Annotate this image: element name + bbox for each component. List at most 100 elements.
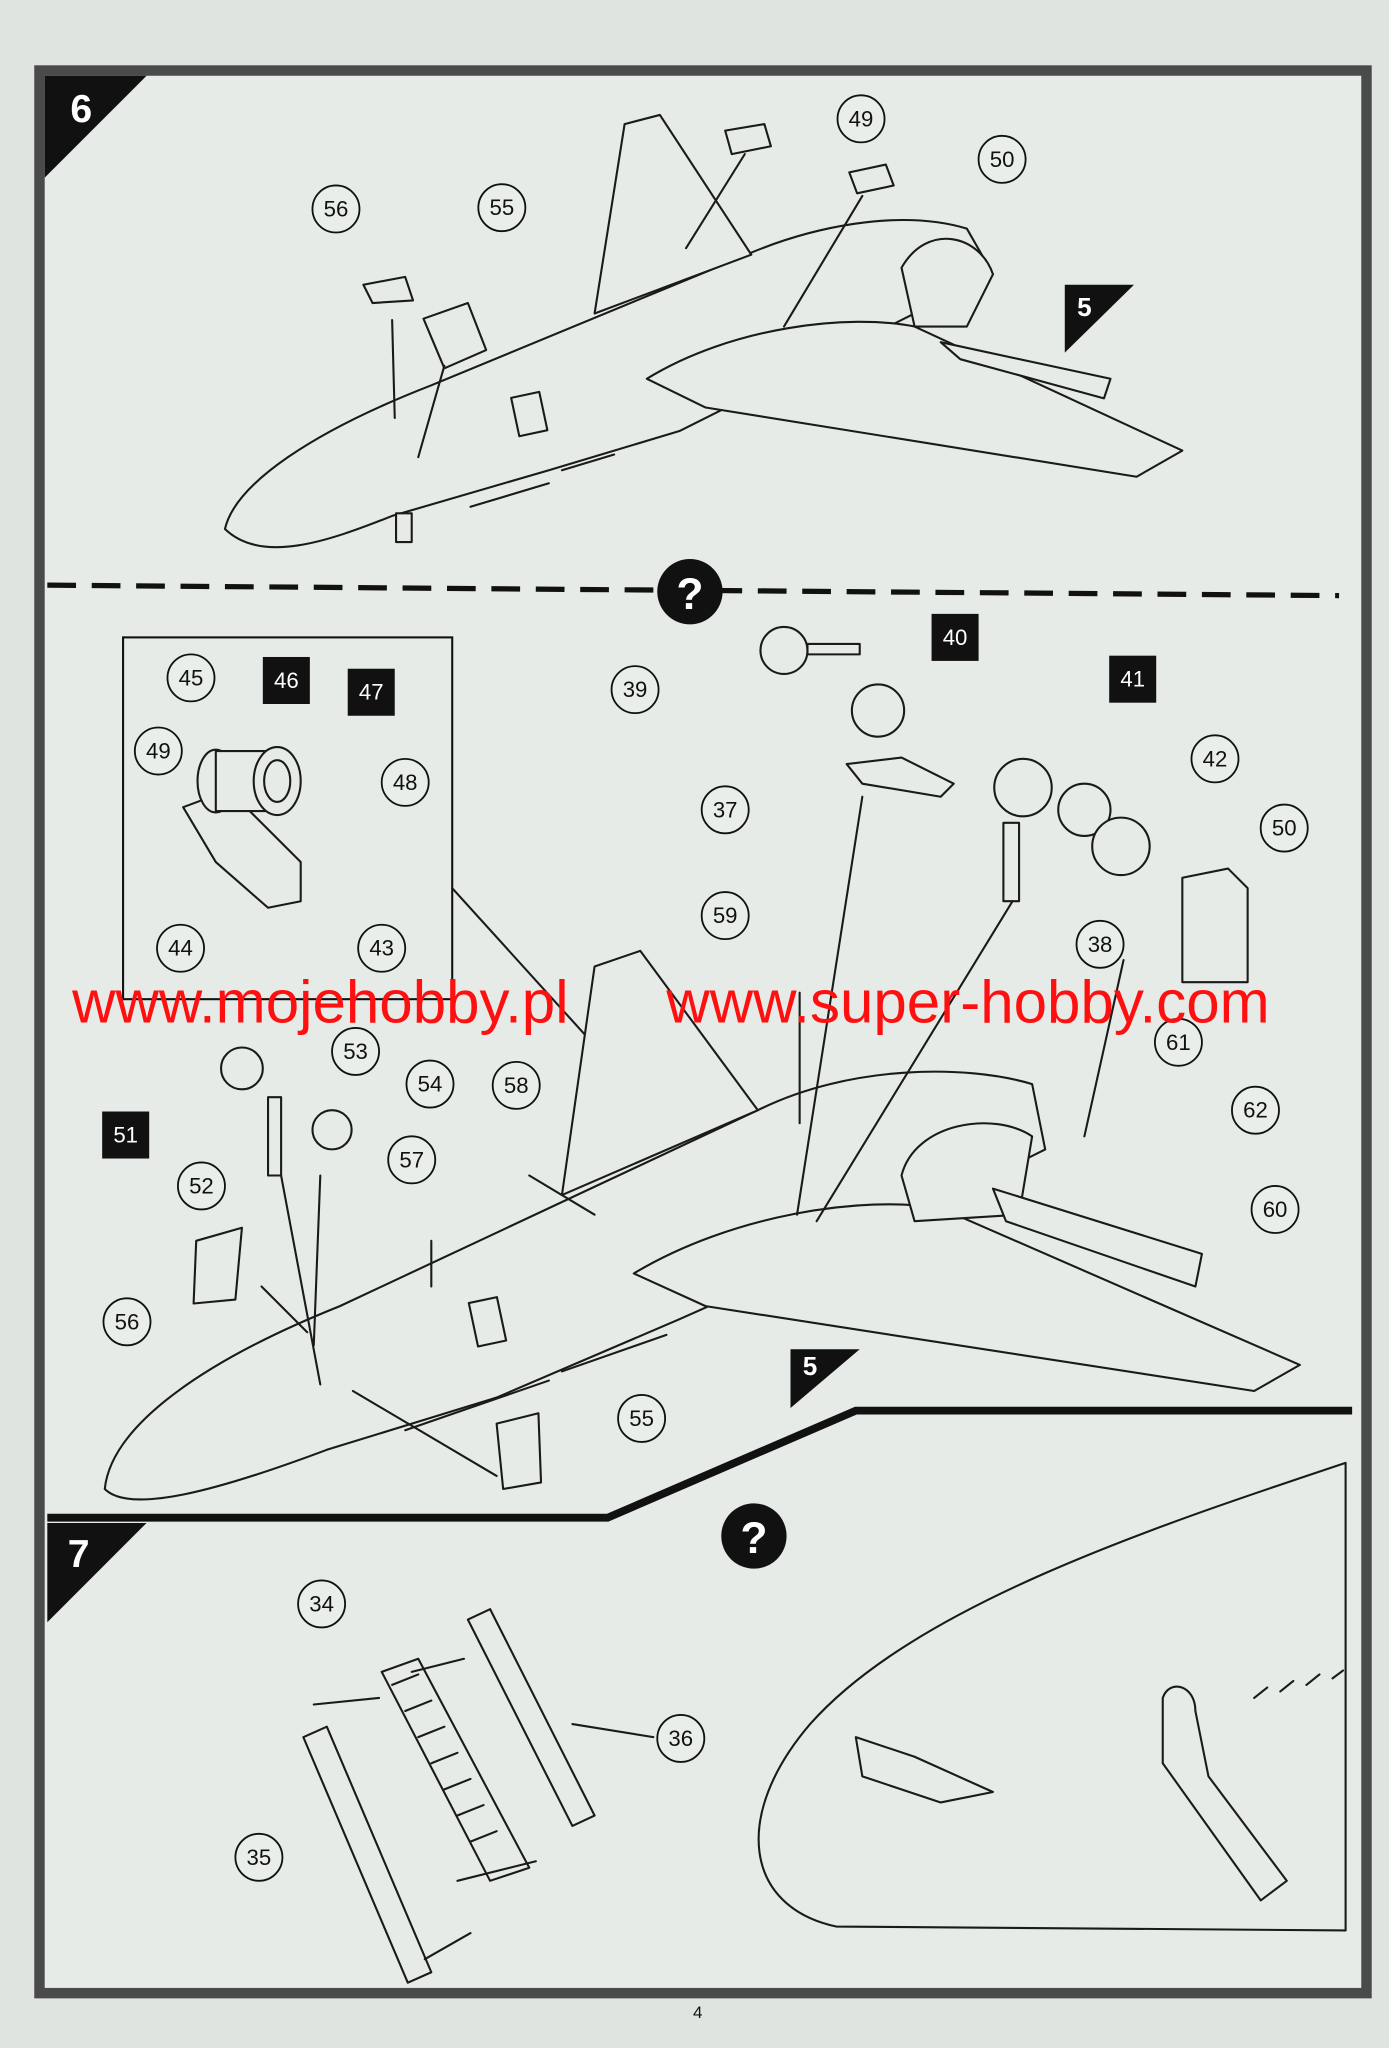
callout-part-46: 46 [262,656,310,704]
callout-number: 35 [247,1845,272,1870]
callout-part-55: 55 [617,1394,667,1443]
callout-number: 36 [668,1726,693,1751]
callout-circle [836,94,886,144]
callout-number: 56 [324,196,349,221]
callout-black-square [102,1111,150,1159]
watermark-right: www.super-hobby.com [665,969,1269,1036]
callout-part-38: 38 [1075,919,1125,969]
callout-number: 49 [849,106,874,131]
callout-circle [311,184,361,234]
callout-part-53: 53 [331,1027,380,1076]
callout-circle [1153,1017,1203,1067]
callout-number: 43 [369,936,394,961]
callout-part-49: 49 [836,94,886,144]
callout-part-61: 61 [1153,1017,1203,1067]
callout-part-39: 39 [610,665,660,715]
callout-part-62: 62 [1231,1085,1280,1135]
callout-number: 59 [713,903,738,928]
aircraft-drawing-main [103,625,1301,1501]
callout-part-44: 44 [156,923,205,973]
callout-circle [133,726,183,776]
callout-number: 50 [990,147,1015,172]
callout-number: 61 [1166,1030,1191,1055]
callout-circle [102,1297,152,1347]
callout-number: 46 [274,668,299,693]
callout-part-54: 54 [405,1059,455,1109]
callout-circle [656,1714,706,1763]
callout-part-45: 45 [166,653,216,703]
callout-part-56: 56 [311,184,361,234]
step-7-divider [47,1406,1353,1522]
callout-circle [700,891,750,941]
help-icon-1: ? [657,559,723,625]
callout-number: 62 [1243,1098,1268,1123]
callout-circle [491,1060,541,1110]
callout-number: 56 [115,1309,140,1334]
callout-number: 37 [713,797,738,822]
callout-number: 55 [629,1406,654,1431]
callout-circle [700,785,750,835]
watermark-left: www.mojehobby.pl [71,969,568,1036]
callout-number: 48 [393,770,418,795]
callout-part-51: 51 [102,1111,150,1159]
callout-circle [617,1394,667,1443]
callout-number: 58 [504,1073,529,1098]
callout-part-56: 56 [102,1297,152,1347]
callout-number: 52 [189,1173,214,1198]
callout-circle [156,923,205,973]
callout-circle [297,1579,347,1629]
callout-number: 41 [1120,667,1145,692]
callout-number: 60 [1263,1197,1288,1222]
callout-part-35: 35 [234,1832,284,1882]
callout-circle [1259,803,1309,853]
page-number: 4 [693,2003,702,2022]
callout-circle [380,757,430,807]
callout-number: 49 [146,739,171,764]
callout-part-60: 60 [1250,1185,1300,1234]
callout-part-49: 49 [133,726,183,776]
callout-circle [1231,1085,1280,1135]
callout-number: 55 [490,195,515,220]
callout-part-50: 50 [1259,803,1309,853]
callout-part-41: 41 [1109,655,1157,703]
callout-circle [610,665,660,715]
svg-text:?: ? [740,1514,767,1563]
callout-number: 42 [1203,746,1228,771]
aircraft-nose-drawing [757,1461,1347,1932]
callout-circle [1075,919,1125,969]
callout-number: 40 [943,625,968,650]
svg-text:6: 6 [70,88,92,131]
callout-number: 53 [343,1039,368,1064]
callout-number: 38 [1088,932,1113,957]
callout-circle [405,1059,455,1109]
step-7-badge: 7 [47,1522,147,1623]
callout-part-58: 58 [491,1060,541,1110]
callout-circle [166,653,216,703]
engine-subassembly-box [122,636,454,1001]
callout-circle [331,1027,380,1076]
callout-circle [977,134,1027,184]
callout-number: 34 [309,1591,334,1616]
callout-part-50: 50 [977,134,1027,184]
callout-circle [387,1135,437,1185]
svg-text:5: 5 [1077,292,1092,322]
callout-number: 51 [113,1123,138,1148]
callout-circle [1190,734,1240,784]
callout-part-52: 52 [177,1161,226,1211]
svg-text:?: ? [676,570,703,619]
callout-number: 57 [399,1147,424,1172]
ref-step-5-marker: 5 [1064,284,1135,353]
callout-part-36: 36 [656,1714,706,1763]
stairs-drawing [302,1608,655,1984]
callout-part-42: 42 [1190,734,1240,784]
callout-number: 50 [1272,816,1297,841]
callout-circle [1250,1185,1300,1234]
svg-text:5: 5 [803,1351,818,1381]
callout-part-57: 57 [387,1135,437,1185]
callout-black-square [931,613,979,661]
callout-part-40: 40 [931,613,979,661]
callout-part-37: 37 [700,785,750,835]
callout-black-square [347,668,395,716]
